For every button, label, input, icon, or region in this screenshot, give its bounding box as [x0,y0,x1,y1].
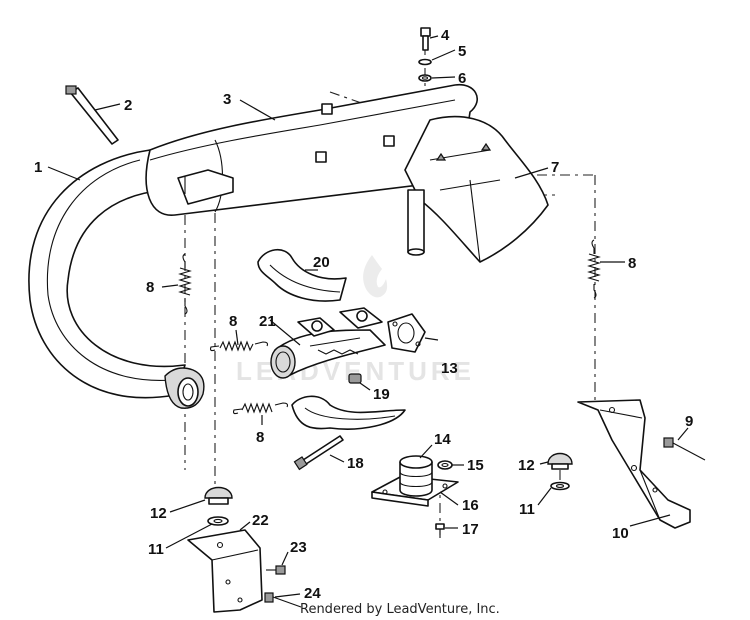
callouts: 1 2 3 4 5 6 7 8 8 8 8 9 10 11 11 12 12 1… [34,27,693,602]
callout-18: 18 [347,455,364,472]
mount-bracket-left [187,529,263,613]
grommet [348,373,362,384]
outlet-cone [404,115,549,263]
exhaust-header-pipe [28,149,205,409]
callout-8-middle: 8 [229,313,237,330]
callout-13: 13 [441,360,458,377]
callout-17: 17 [462,521,479,538]
callout-11-left: 11 [148,541,164,558]
callout-22: 22 [252,512,269,529]
callout-5: 5 [458,43,466,60]
lock-washer [418,74,432,82]
muffler [145,84,478,216]
render-credit: Rendered by LeadVenture, Inc. [300,602,500,617]
spring-middle [209,340,269,352]
cable-tie [65,85,119,145]
y-pipe-manifold [270,307,386,379]
callout-8-lower: 8 [256,429,264,446]
callout-6: 6 [458,70,466,87]
callout-7: 7 [551,159,559,176]
callout-21: 21 [259,313,276,330]
fastener-24 [264,592,302,608]
callout-12-right: 12 [518,457,535,474]
callout-16: 16 [462,497,479,514]
spring-right [587,239,601,299]
bumper-right [547,452,573,470]
heat-shield-upper [257,249,347,302]
pin-9 [663,437,706,461]
washer-right [550,481,570,491]
fastener-23 [266,565,286,575]
callout-20: 20 [313,254,330,271]
callout-8-left: 8 [146,279,154,296]
spring-lower [232,402,289,415]
spring-left-upper [178,253,192,315]
heat-shield-lower [291,395,406,430]
bolt [420,27,431,51]
callout-24: 24 [304,585,321,602]
callout-19: 19 [373,386,390,403]
callout-23: 23 [290,539,307,556]
rubber-isolator [399,455,433,497]
long-bolt [293,435,344,471]
callout-15: 15 [467,457,484,474]
flange-gasket [387,313,426,353]
callout-14: 14 [434,431,451,448]
bumper-left [204,486,233,505]
callout-8-right: 8 [628,255,636,272]
callout-12-left: 12 [150,505,167,522]
small-screw [435,523,445,538]
washer [418,58,432,66]
callout-10: 10 [612,525,629,542]
leader-lines [47,35,689,598]
callout-1: 1 [34,159,42,176]
flange-nut [437,460,453,470]
callout-4: 4 [441,27,450,44]
callout-11-right: 11 [519,501,535,518]
callout-2: 2 [124,97,132,114]
callout-9: 9 [685,413,693,430]
mount-bracket-right [577,399,691,529]
callout-3: 3 [223,91,231,108]
washer-left [207,516,229,526]
